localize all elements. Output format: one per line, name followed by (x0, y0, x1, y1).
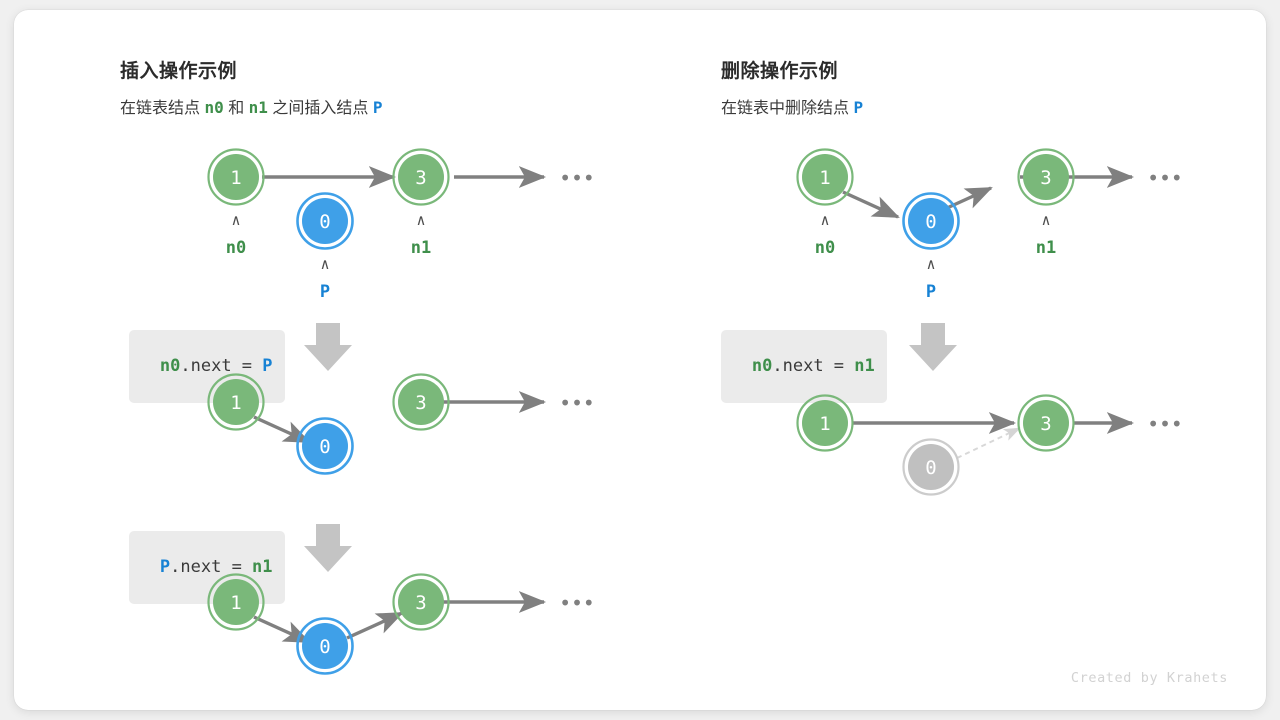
node-value: 0 (925, 457, 936, 479)
node-label-n1: n1 (411, 238, 431, 258)
code-token-p: P (159, 557, 171, 577)
code-token-n1: n1 (854, 356, 875, 376)
subtitle-text-1: 在链表中删除结点 (721, 100, 850, 117)
caret-icon: ∧ (1041, 211, 1050, 229)
watermark: Created by Krahets (1070, 670, 1228, 686)
node-value: 0 (319, 436, 330, 458)
subtitle-token-n0: n0 (204, 98, 224, 117)
left-step1-down-arrow-icon (304, 323, 352, 371)
node-deleted[interactable]: 0 (902, 438, 960, 496)
node-value: 0 (319, 636, 330, 658)
node-value: 1 (819, 167, 830, 189)
node-value: 0 (319, 211, 330, 233)
left-panel-subtitle: 在链表结点 n0 和 n1 之间插入结点 P (120, 94, 382, 118)
caret-icon: ∧ (320, 255, 329, 273)
node-label-p: P (320, 282, 330, 302)
node-value: 3 (1040, 167, 1051, 189)
node-value: 1 (230, 167, 241, 189)
ellipsis: ••• (559, 591, 594, 615)
node-p[interactable]: 0 (296, 617, 354, 675)
node-value: 1 (819, 413, 830, 435)
code-token-p: P (262, 356, 273, 376)
node-label-p: P (926, 282, 936, 302)
node-n0[interactable]: 1 (207, 148, 265, 206)
node-label-n0: n0 (226, 238, 246, 258)
node-n1[interactable]: 3 (392, 573, 450, 631)
ellipsis: ••• (1147, 166, 1182, 190)
right-panel-title: 删除操作示例 (721, 61, 839, 82)
code-token-n0: n0 (159, 356, 181, 376)
ellipsis: ••• (559, 391, 594, 415)
code-token-next: .next = (170, 557, 253, 577)
right-row-initial: ••• 1 ∧ n0 0 ∧ P 3 ∧ n1 (796, 148, 1183, 302)
node-n1[interactable]: 3 (1017, 148, 1075, 206)
ellipsis: ••• (559, 166, 594, 190)
subtitle-text-3: 之间插入结点 (272, 100, 369, 117)
node-n1[interactable]: 3 (392, 373, 450, 431)
node-n0[interactable]: 1 (207, 573, 265, 631)
subtitle-token-p: P (372, 98, 383, 117)
left-row-after-step1: ••• 1 0 3 (207, 373, 595, 475)
right-row-after-deletion: ••• 1 0 3 (796, 394, 1183, 496)
code-token-n1: n1 (252, 557, 273, 577)
diagram-svg: ••• 1 ∧ n0 0 ∧ P 3 ∧ (207, 148, 1183, 675)
left-step1-code-chip: n0.next = P (129, 330, 285, 403)
code-token-next: .next = (772, 356, 855, 376)
subtitle-token-p: P (853, 98, 864, 117)
node-p[interactable]: 0 (296, 192, 354, 250)
left-step2-code-chip: P.next = n1 (129, 531, 285, 604)
node-value: 3 (415, 392, 426, 414)
subtitle-text-1: 在链表结点 (120, 100, 201, 117)
code-token-next: .next = (180, 356, 263, 376)
left-row-initial: ••• 1 ∧ n0 0 ∧ P 3 ∧ (207, 148, 595, 302)
node-value: 0 (925, 211, 936, 233)
node-p[interactable]: 0 (296, 417, 354, 475)
subtitle-token-n1: n1 (248, 98, 268, 117)
right-panel-subtitle: 在链表中删除结点 P (721, 94, 863, 118)
caret-icon: ∧ (416, 211, 425, 229)
caret-icon: ∧ (231, 211, 240, 229)
node-p[interactable]: 0 (902, 192, 960, 250)
node-value: 3 (415, 167, 426, 189)
node-n1[interactable]: 3 (392, 148, 450, 206)
right-step1-code-chip: n0.next = n1 (721, 330, 887, 403)
node-n0[interactable]: 1 (796, 148, 854, 206)
node-n0[interactable]: 1 (207, 373, 265, 431)
node-n1[interactable]: 3 (1017, 394, 1075, 452)
subtitle-text-2: 和 (228, 100, 245, 117)
node-label-n0: n0 (815, 238, 835, 258)
node-value: 1 (230, 592, 241, 614)
diagram-card: 插入操作示例 在链表结点 n0 和 n1 之间插入结点 P n0.next = … (14, 10, 1266, 710)
caret-icon: ∧ (926, 255, 935, 273)
left-panel-title: 插入操作示例 (120, 61, 238, 82)
ellipsis: ••• (1147, 412, 1182, 436)
node-n0[interactable]: 1 (796, 394, 854, 452)
left-row-after-step2: ••• 1 0 3 (207, 573, 595, 675)
code-token-n0: n0 (751, 356, 773, 376)
left-step2-down-arrow-icon (304, 524, 352, 572)
node-value: 3 (415, 592, 426, 614)
caret-icon: ∧ (820, 211, 829, 229)
node-value: 3 (1040, 413, 1051, 435)
right-step1-down-arrow-icon (909, 323, 957, 371)
node-value: 1 (230, 392, 241, 414)
node-label-n1: n1 (1036, 238, 1056, 258)
